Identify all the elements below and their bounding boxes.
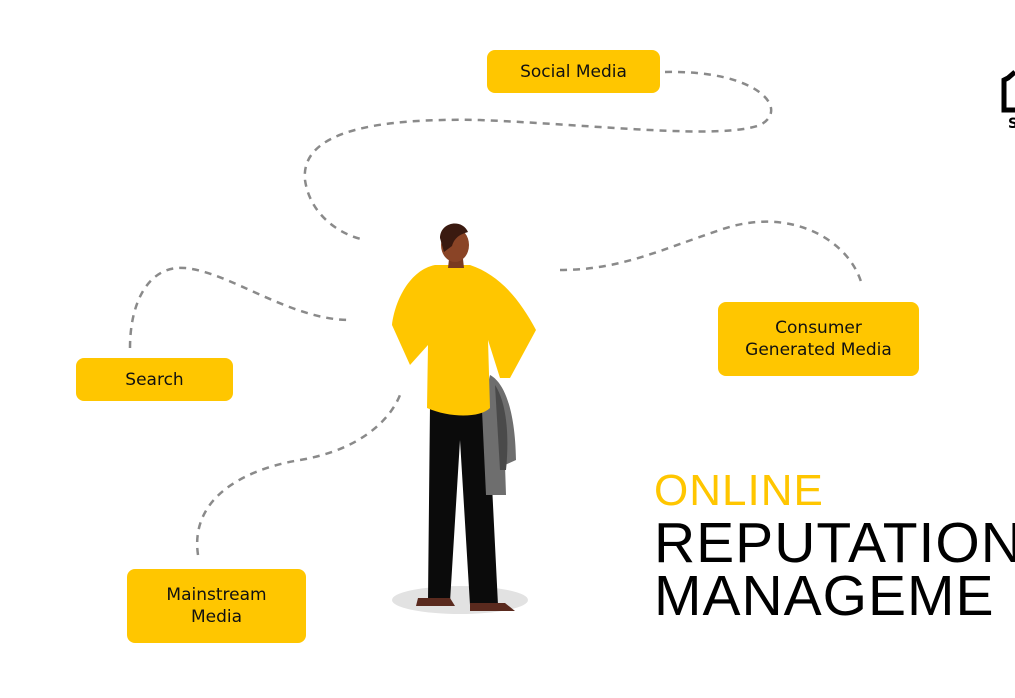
svg-text:S: S <box>1008 116 1015 132</box>
person-illustration <box>392 223 536 614</box>
node-label-line2: Media <box>190 607 243 627</box>
node-label-line2: Generated Media <box>745 340 892 360</box>
path-social <box>303 70 773 242</box>
logo-icon: S <box>1001 70 1015 132</box>
node-social-media: Social Media <box>487 50 660 93</box>
title-reputation: REPUTATION <box>654 511 1015 575</box>
node-mainstream-media: Mainstream Media <box>127 569 306 643</box>
node-label-line1: Mainstream <box>166 585 267 605</box>
node-label-line1: Consumer <box>775 318 862 338</box>
node-label: Search <box>125 369 184 390</box>
title-management: MANAGEME <box>654 564 995 628</box>
path-search <box>128 266 351 349</box>
node-label: Social Media <box>520 61 627 82</box>
node-consumer-generated-media: Consumer Generated Media <box>718 302 919 376</box>
node-search: Search <box>76 358 233 401</box>
path-mainstream <box>195 394 402 556</box>
title-online: ONLINE <box>654 466 824 515</box>
path-consumer <box>559 220 864 286</box>
